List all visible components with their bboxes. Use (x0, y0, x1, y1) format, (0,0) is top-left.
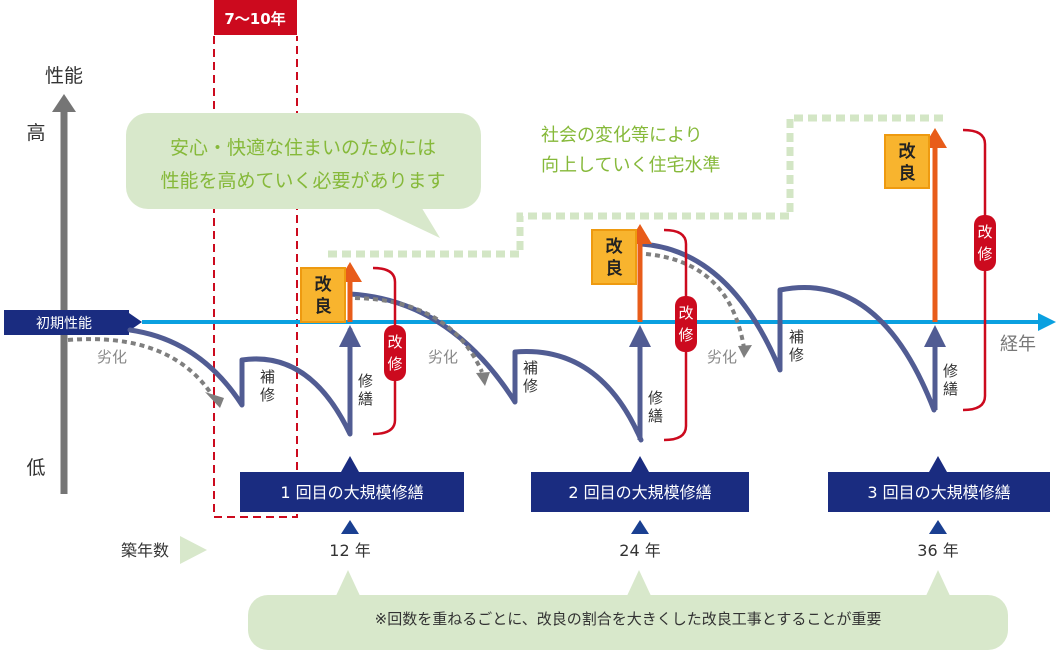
period-dashed-box (213, 36, 298, 518)
milestone-year: 12 年 (329, 541, 370, 560)
initial-performance-tag: 初期性能 (4, 310, 142, 335)
speech-bubble-performance: 安心・快適な住まいのためには 性能を高めていく必要があります (126, 113, 481, 238)
milestone-pointer-icon (631, 456, 649, 472)
year-pointer-icon (631, 520, 649, 534)
y-axis-low-label: 低 (26, 457, 45, 479)
y-axis-label: 性能 (45, 65, 83, 87)
milestone-year: 36 年 (917, 541, 958, 560)
bottom-note-text: ※回数を重ねるごとに、改良の割合を大きくした改良工事とすることが重要 (375, 610, 882, 628)
repair-arrow-head-icon (924, 325, 946, 347)
renovation-label: 改 (977, 223, 992, 241)
improvement-label: 良 (315, 296, 332, 317)
bubble-text-line2: 性能を高めていく必要があります (160, 170, 445, 192)
improvement-box (591, 229, 637, 285)
renovation-label: 改 (387, 333, 402, 351)
period-badge (214, 0, 297, 35)
renovation-label: 修 (977, 245, 992, 263)
milestone-year: 24 年 (619, 541, 660, 560)
y-axis: 性能 高 低 (26, 65, 83, 494)
milestone-box (828, 472, 1050, 512)
rising-standard-line (328, 114, 944, 258)
bottom-note-bubble: ※回数を重ねるごとに、改良の割合を大きくした改良工事とすることが重要 (248, 570, 1008, 650)
x-axis-label: 経年 (1000, 334, 1036, 355)
renovation-label: 修 (678, 326, 693, 344)
performance-curve (127, 241, 937, 443)
improvement-label: 改 (315, 274, 333, 295)
repair-arrow-head-icon (629, 325, 651, 347)
y-axis-high-label: 高 (26, 122, 45, 144)
milestone-pointer-icon (341, 456, 359, 472)
rising-standard-text-line1: 社会の変化等により (541, 125, 703, 146)
improvement-label: 改 (606, 236, 624, 257)
year-pointer-icon (929, 520, 947, 534)
improvement-label: 良 (899, 163, 916, 184)
repair-label: 修 (943, 362, 958, 380)
renovation-pill (974, 215, 996, 271)
improvement-label: 改 (899, 141, 917, 162)
building-age-arrow-icon (180, 536, 207, 564)
improvement-box (884, 134, 930, 189)
rising-standard-text-line2: 向上していく住宅水準 (541, 155, 720, 176)
repair-label: 繕 (358, 390, 373, 408)
improvement-box (300, 267, 346, 323)
deterioration-curves: 劣化 劣化 劣化 (67, 252, 752, 408)
minor-repair-label: 補 (789, 328, 804, 346)
period-7-10-years: 7〜10年 (213, 0, 298, 518)
milestone-label: 3 回目の大規模修繕 (867, 483, 1010, 502)
building-age-label: 築年数 (121, 541, 169, 560)
renovation-pill (384, 325, 406, 381)
milestone-label: 1 回目の大規模修繕 (280, 483, 423, 502)
milestone-box (531, 472, 749, 512)
repair-label: 修 (358, 372, 373, 390)
year-pointer-icon (341, 520, 359, 534)
repair-arrow-head-icon (339, 325, 361, 347)
y-axis-arrow-icon (52, 94, 76, 112)
x-axis-arrow-icon (1038, 313, 1056, 331)
milestone-box (240, 472, 464, 512)
repair-label: 繕 (943, 380, 958, 398)
bubble-text-line1: 安心・快適な住まいのためには (170, 137, 436, 159)
minor-repair-label: 補 (523, 359, 538, 377)
minor-repair-label: 修 (789, 346, 804, 364)
milestone-label: 2 回目の大規模修繕 (568, 483, 711, 502)
repair-label: 繕 (648, 407, 663, 425)
deterioration-arrow-icon (476, 372, 490, 386)
milestones: 1 回目の大規模修繕 12 年 2 回目の大規模修繕 24 年 3 回目の大規模修繕 36… (240, 456, 1050, 560)
milestone-1: 1 回目の大規模修繕 12 年 (240, 456, 464, 560)
minor-repair-labels: 補 修 補 修 補 修 (260, 328, 804, 404)
minor-repair-label: 修 (260, 386, 275, 404)
deterioration-label: 劣化 (428, 348, 458, 366)
initial-performance-text: 初期性能 (36, 315, 92, 332)
baseline: 経年 (142, 313, 1056, 355)
repair-label: 修 (648, 389, 663, 407)
minor-repair-label: 補 (260, 368, 275, 386)
milestone-2: 2 回目の大規模修繕 24 年 (531, 456, 749, 560)
deterioration-arrow-icon (205, 392, 224, 408)
deterioration-label: 劣化 (707, 348, 737, 366)
milestone-3: 3 回目の大規模修繕 36 年 (828, 456, 1050, 560)
milestone-pointer-icon (929, 456, 947, 472)
period-badge-text: 7〜10年 (224, 10, 285, 28)
deterioration-label: 劣化 (97, 348, 127, 366)
improvement-label: 良 (606, 258, 623, 279)
renovation-pill (675, 296, 697, 352)
minor-repair-label: 修 (523, 377, 538, 395)
renovation-label: 修 (387, 355, 402, 373)
renovation-label: 改 (678, 304, 693, 322)
deterioration-arrow-icon (738, 345, 752, 358)
